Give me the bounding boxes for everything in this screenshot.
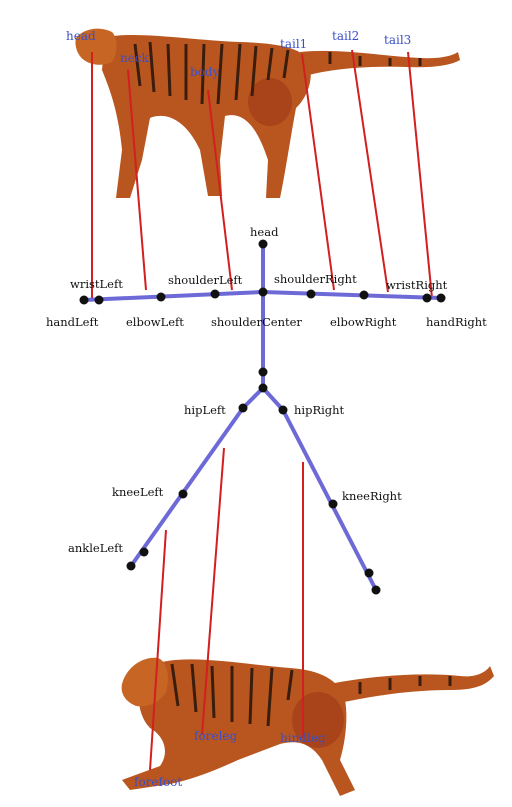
top-tiger-thigh: [248, 78, 292, 126]
label-bottom-foreleg: foreleg: [194, 729, 237, 743]
label-top-tail2: tail2: [332, 29, 359, 43]
joint-shoulder-right: [307, 290, 316, 299]
label-shoulder-right: shoulderRight: [274, 272, 357, 286]
label-hip-left: hipLeft: [184, 403, 226, 417]
label-top-tail1: tail1: [280, 37, 307, 51]
label-top-neck: neck: [120, 51, 150, 65]
label-head: head: [250, 225, 279, 239]
joint-spine: [259, 368, 268, 377]
joint-elbow-left: [157, 293, 166, 302]
joint-foot-right: [372, 586, 381, 595]
bone-arm-right: [263, 292, 441, 298]
joint-ankle-left: [140, 548, 149, 557]
joint-foot-left: [127, 562, 136, 571]
label-top-head: head: [66, 29, 96, 43]
corr-line-tail3-handright: [408, 52, 432, 298]
joint-hip-center: [259, 384, 268, 393]
joint-elbow-right: [360, 291, 369, 300]
joint-head: [259, 240, 268, 249]
label-top-body: body: [190, 65, 220, 79]
label-wrist-left: wristLeft: [70, 277, 123, 291]
label-shoulder-left: shoulderLeft: [168, 273, 243, 287]
top-tiger-tail: [300, 51, 460, 76]
label-bottom-hindleg: hindleg: [280, 731, 326, 745]
corr-line-tail2-wristright: [352, 50, 388, 292]
label-knee-right: kneeRight: [342, 489, 402, 503]
label-elbow-left: elbowLeft: [126, 315, 184, 329]
joint-hip-right: [279, 406, 288, 415]
skeleton-joints: [80, 240, 446, 595]
joint-hip-left: [239, 404, 248, 413]
label-bottom-forefoot: forefoot: [134, 775, 182, 789]
joint-wrist-left: [95, 296, 104, 305]
joint-shoulder-center: [259, 288, 268, 297]
label-shoulder-center: shoulderCenter: [211, 315, 302, 329]
bottom-tiger-tail: [330, 666, 494, 704]
label-top-tail3: tail3: [384, 33, 411, 47]
corr-line-tail1-shoulderright: [302, 54, 334, 290]
label-ankle-left: ankleLeft: [68, 541, 123, 555]
label-elbow-right: elbowRight: [330, 315, 397, 329]
label-hip-right: hipRight: [294, 403, 345, 417]
joint-wrist-right: [423, 294, 432, 303]
label-hand-left: handLeft: [46, 315, 99, 329]
joint-knee-left: [179, 490, 188, 499]
label-hand-right: handRight: [426, 315, 487, 329]
joint-hand-left: [80, 296, 89, 305]
joint-ankle-right: [365, 569, 374, 578]
joint-shoulder-left: [211, 290, 220, 299]
bone-arm-left: [84, 292, 263, 300]
label-wrist-right: wristRight: [386, 278, 448, 292]
label-knee-left: kneeLeft: [112, 485, 164, 499]
joint-knee-right: [329, 500, 338, 509]
joint-hand-right: [437, 294, 446, 303]
